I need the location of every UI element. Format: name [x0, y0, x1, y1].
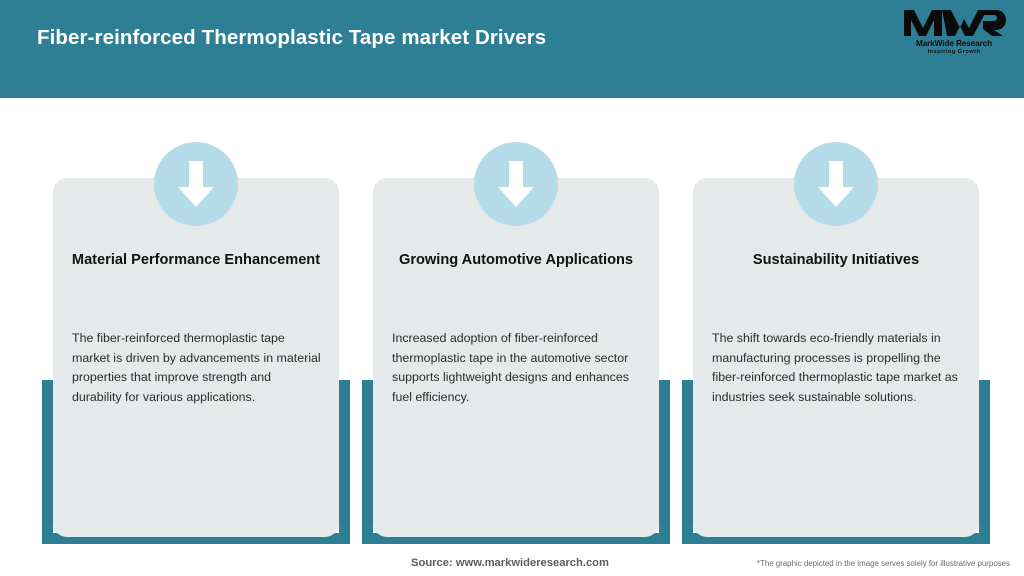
- source-label: Source: www.markwideresearch.com: [411, 557, 609, 569]
- driver-card[interactable]: Sustainability Initiatives The shift tow…: [682, 0, 990, 576]
- logo-company-name: MarkWide Research: [915, 39, 993, 48]
- card-heading: Growing Automotive Applications: [398, 252, 634, 268]
- arrow-down-icon: [794, 142, 878, 226]
- disclaimer-label: *The graphic depicted in the image serve…: [756, 559, 1010, 568]
- card-heading: Material Performance Enhancement: [71, 252, 321, 268]
- card-frame-left-bar: [362, 380, 373, 544]
- card-heading: Sustainability Initiatives: [752, 252, 920, 268]
- card-frame-left-bar: [42, 380, 53, 544]
- card-frame-bottom-bar: [682, 533, 990, 544]
- logo-tagline: Inspiring Growth: [927, 49, 981, 55]
- card-frame-bottom-bar: [362, 533, 670, 544]
- card-frame-right-bar: [979, 380, 990, 544]
- card-panel: [53, 178, 339, 537]
- arrow-down-icon: [154, 142, 238, 226]
- card-panel: [373, 178, 659, 537]
- driver-card[interactable]: Growing Automotive Applications Increase…: [362, 0, 670, 576]
- arrow-down-icon: [474, 142, 558, 226]
- header-bar: Fiber-reinforced Thermoplastic Tape mark…: [0, 0, 1024, 98]
- brand-logo: MarkWide Research Inspiring Growth: [902, 8, 1006, 62]
- card-frame-right-bar: [339, 380, 350, 544]
- card-frame-left-bar: [682, 380, 693, 544]
- driver-card[interactable]: Material Performance Enhancement The fib…: [42, 0, 350, 576]
- card-body-text: The fiber-reinforced thermoplastic tape …: [72, 331, 321, 404]
- card-frame-right-bar: [659, 380, 670, 544]
- page-title: Fiber-reinforced Thermoplastic Tape mark…: [37, 26, 547, 49]
- card-body-text: Increased adoption of fiber-reinforced t…: [392, 331, 629, 404]
- card-frame-bottom-bar: [42, 533, 350, 544]
- card-panel: [693, 178, 979, 537]
- card-body-text: The shift towards eco-friendly materials…: [712, 331, 958, 404]
- mwr-logo-icon: [902, 8, 1006, 38]
